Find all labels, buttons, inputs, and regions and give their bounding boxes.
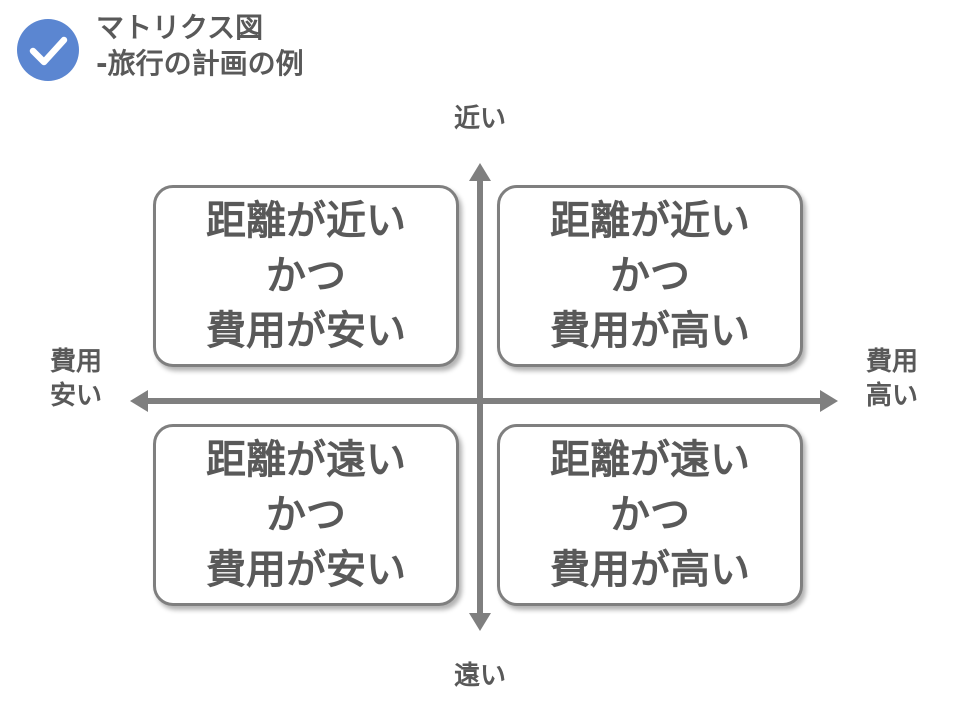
quadrant-far-low-cost: 距離が遠い かつ 費用が安い [153,424,459,606]
axis-label-near: 近い [453,104,506,134]
quadrant-far-high-cost: 距離が遠い かつ 費用が高い [497,424,803,606]
axis-label-right-line-1: 費用 [865,347,918,377]
axis-label-right-line-2: 高い [865,381,918,411]
vertical-axis [469,163,491,631]
page-title: マトリクス図 -旅行の計画の例 [96,10,304,82]
quadrant-line: 距離が遠い [550,436,750,483]
axis-label-left-line-2: 安い [49,381,102,411]
quadrant-line: 距離が近い [550,197,750,244]
arrow-right-icon [820,390,838,412]
horizontal-axis [130,390,838,412]
quadrant-near-low-cost: 距離が近い かつ 費用が安い [153,185,459,367]
axis-label-left-line-1: 費用 [49,347,102,377]
arrow-up-icon [469,163,491,181]
quadrant-line: かつ [610,252,690,299]
quadrant-line: 費用が安い [206,307,406,354]
quadrant-line: かつ [610,491,690,538]
quadrant-line: かつ [266,252,346,299]
axis-label-low-cost: 費用 安い [34,345,118,413]
quadrant-line: かつ [266,491,346,538]
title-line-1: マトリクス図 [96,11,264,44]
axis-label-far: 遠い [453,661,506,691]
arrow-down-icon [469,613,491,631]
quadrant-near-high-cost: 距離が近い かつ 費用が高い [497,185,803,367]
quadrant-line: 費用が高い [550,546,750,593]
title-line-2: -旅行の計画の例 [96,47,304,80]
quadrant-line: 費用が高い [550,307,750,354]
axis-label-high-cost: 費用 高い [850,345,934,413]
arrow-left-icon [130,390,148,412]
quadrant-line: 費用が安い [206,546,406,593]
quadrant-line: 距離が近い [206,197,406,244]
check-circle-icon [17,19,79,81]
quadrant-line: 距離が遠い [206,436,406,483]
